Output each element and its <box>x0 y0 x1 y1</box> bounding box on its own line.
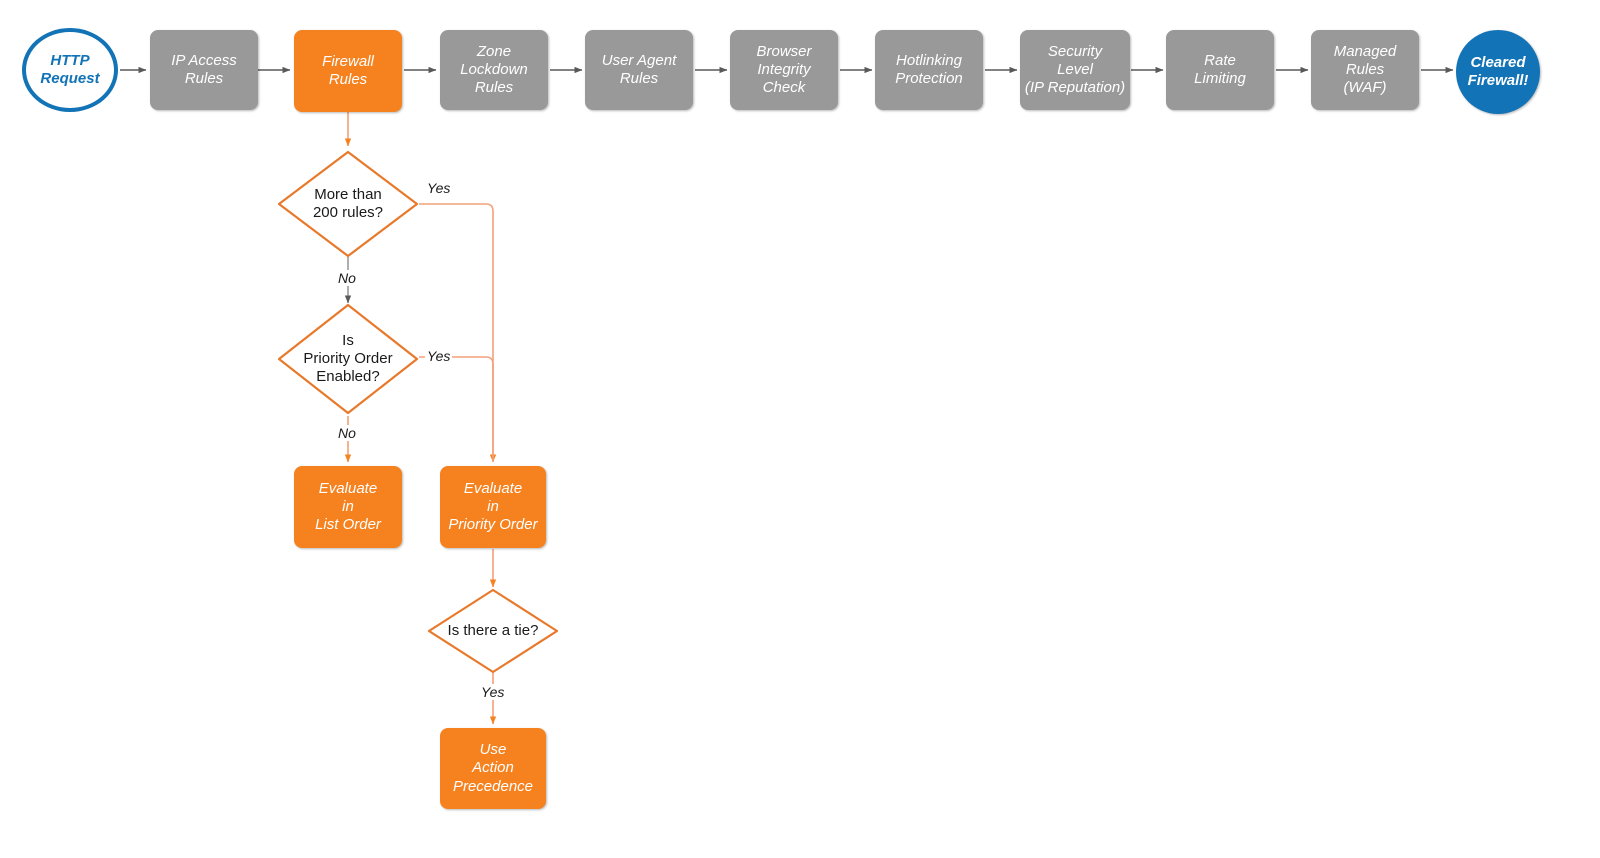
node-security-level[interactable]: Security Level (IP Reputation) <box>1020 30 1130 110</box>
node-managed-rules-waf-label: Managed Rules (WAF) <box>1333 42 1397 97</box>
node-browser-integrity-check[interactable]: Browser Integrity Check <box>730 30 838 110</box>
diamond-outline-icon <box>277 150 419 258</box>
diamond-outline-icon <box>277 303 419 415</box>
node-decision-more-than-200-rules-label: More than 200 rules? <box>312 185 384 221</box>
edge-label-tie-yes: Yes <box>479 684 507 700</box>
node-firewall-rules-label: Firewall Rules <box>322 52 374 88</box>
node-evaluate-in-priority-order[interactable]: Evaluate in Priority Order <box>440 466 546 548</box>
node-decision-is-there-a-tie[interactable]: Is there a tie? <box>427 588 559 674</box>
node-cleared-firewall-label: Cleared Firewall! <box>1467 53 1529 89</box>
node-http-request-label: HTTP Request <box>40 51 100 87</box>
node-hotlinking-protection-label: Hotlinking Protection <box>895 51 963 87</box>
node-zone-lockdown-rules[interactable]: Zone Lockdown Rules <box>440 30 548 110</box>
node-cleared-firewall[interactable]: Cleared Firewall! <box>1456 30 1540 114</box>
node-managed-rules-waf[interactable]: Managed Rules (WAF) <box>1311 30 1419 110</box>
node-user-agent-rules-label: User Agent Rules <box>601 51 677 87</box>
node-ip-access-rules-label: IP Access Rules <box>171 51 237 87</box>
node-decision-more-than-200-rules[interactable]: More than 200 rules? <box>277 150 419 258</box>
node-use-action-precedence[interactable]: Use Action Precedence <box>440 728 546 809</box>
node-ip-access-rules[interactable]: IP Access Rules <box>150 30 258 110</box>
node-evaluate-in-list-order-label: Evaluate in List Order <box>315 479 381 534</box>
edge-priority-order-yes-to-priority-order-box <box>419 356 494 462</box>
node-zone-lockdown-rules-label: Zone Lockdown Rules <box>460 42 528 97</box>
node-evaluate-in-list-order[interactable]: Evaluate in List Order <box>294 466 402 548</box>
node-user-agent-rules[interactable]: User Agent Rules <box>585 30 693 110</box>
node-browser-integrity-check-label: Browser Integrity Check <box>756 42 812 97</box>
node-firewall-rules[interactable]: Firewall Rules <box>294 30 402 112</box>
node-decision-priority-order-enabled-label: Is Priority Order Enabled? <box>303 331 393 386</box>
node-rate-limiting-label: Rate Limiting <box>1194 51 1246 87</box>
edge-label-more-than-200-no: No <box>336 270 358 286</box>
node-rate-limiting[interactable]: Rate Limiting <box>1166 30 1274 110</box>
node-use-action-precedence-label: Use Action Precedence <box>452 741 534 795</box>
node-evaluate-in-priority-order-label: Evaluate in Priority Order <box>448 479 538 534</box>
node-http-request[interactable]: HTTP Request <box>22 28 118 112</box>
edge-label-more-than-200-yes: Yes <box>425 180 453 196</box>
diamond-outline-icon <box>427 588 559 674</box>
edge-label-priority-order-yes: Yes <box>425 348 453 364</box>
node-decision-is-there-a-tie-label: Is there a tie? <box>447 621 539 639</box>
node-decision-priority-order-enabled[interactable]: Is Priority Order Enabled? <box>277 303 419 415</box>
node-hotlinking-protection[interactable]: Hotlinking Protection <box>875 30 983 110</box>
edge-200rules-yes-to-priority-order-box <box>419 203 497 463</box>
edge-label-priority-order-no: No <box>336 425 358 441</box>
node-security-level-label: Security Level (IP Reputation) <box>1024 42 1126 97</box>
